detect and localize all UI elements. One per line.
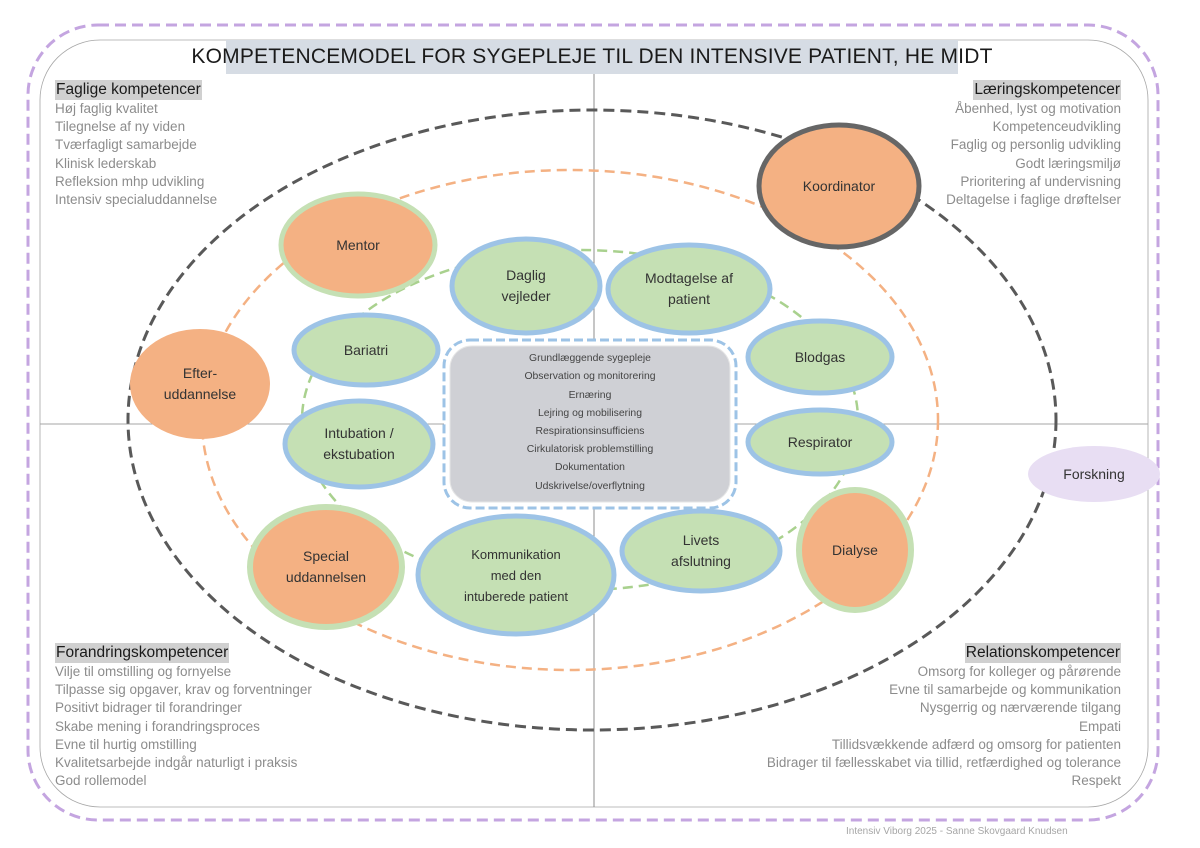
- center-item: Dokumentation: [555, 462, 625, 474]
- node-intubation[interactable]: [282, 398, 436, 490]
- center-box: [449, 345, 731, 503]
- page-title: KOMPETENCEMODEL FOR SYGEPLEJE TIL DEN IN…: [191, 40, 992, 74]
- footer-credit: Intensiv Viborg 2025 - Sanne Skovgaard K…: [846, 826, 1068, 837]
- list-item: God rollemodel: [55, 773, 147, 789]
- list-item: Bidrager til fællesskabet via tillid, re…: [766, 755, 1121, 771]
- list-item: Tillidsvækkende adfærd og omsorg for pat…: [831, 736, 1121, 752]
- node-bariatri[interactable]: [291, 312, 441, 388]
- list-item: Godt læringsmiljø: [1015, 155, 1121, 171]
- quadrant-heading: Forandringskompetencer: [55, 643, 230, 663]
- list-item: Refleksion mhp udvikling: [55, 173, 205, 189]
- list-item: Høj faglig kvalitet: [55, 101, 158, 116]
- list-item: Omsorg for kolleger og pårørende: [917, 664, 1121, 679]
- list-item: Empati: [1078, 718, 1121, 734]
- list-item: Klinisk lederskab: [55, 155, 157, 171]
- center-topic-list: Grundlæggende sygepleje Observation og m…: [452, 346, 728, 500]
- quadrant-heading: Læringskompetencer: [973, 80, 1121, 100]
- list-item: Faglig og personlig udvikling: [950, 137, 1121, 153]
- list-item: Kompetenceudvikling: [992, 119, 1121, 135]
- node-livets-afslutning[interactable]: [619, 508, 783, 594]
- quadrant-faglige: Faglige kompetencer Høj faglig kvalitet …: [55, 80, 217, 209]
- node-specialuddannelsen[interactable]: [247, 504, 405, 630]
- node-efteruddannelse[interactable]: [130, 329, 270, 439]
- node-blodgas[interactable]: [745, 318, 895, 396]
- node-mentor[interactable]: [278, 191, 438, 299]
- node-respirator[interactable]: [745, 407, 895, 477]
- list-item: Intensiv specialuddannelse: [55, 192, 218, 208]
- list-item: Positivt bidrager til forandringer: [55, 700, 242, 716]
- list-item: Respekt: [1071, 773, 1121, 789]
- list-item: Skabe mening i forandringsproces: [55, 718, 260, 734]
- quadrant-heading: Relationskompetencer: [964, 643, 1121, 663]
- center-item: Respirationsinsufficiens: [535, 426, 645, 437]
- list-item: Kvalitetsarbejde indgår naturligt i prak…: [55, 755, 298, 771]
- list-item: Tilpasse sig opgaver, krav og forventnin…: [55, 682, 312, 698]
- list-item: Evne til hurtig omstilling: [55, 736, 197, 752]
- outer-frame-dashed: [26, 23, 1160, 822]
- list-item: Tværfagligt samarbejde: [55, 137, 197, 153]
- node-modtagelse[interactable]: [605, 242, 773, 336]
- list-item: Prioritering af undervisning: [960, 173, 1121, 189]
- quadrant-heading: Faglige kompetencer: [55, 80, 202, 100]
- node-dialyse[interactable]: [796, 487, 914, 613]
- list-item: Nysgerrig og nærværende tilgang: [919, 700, 1121, 716]
- quadrant-forandrings: Forandringskompetencer Vilje til omstill…: [55, 643, 312, 790]
- list-item: Evne til samarbejde og kommunikation: [889, 682, 1121, 698]
- node-forskning[interactable]: [1028, 446, 1160, 502]
- list-item: Tilegnelse af ny viden: [55, 119, 186, 135]
- center-item: Cirkulatorisk problemstilling: [526, 444, 654, 456]
- center-item: Ernæring: [568, 389, 612, 401]
- center-item: Observation og monitorering: [524, 371, 656, 383]
- center-item: Lejring og mobilisering: [538, 407, 642, 419]
- node-kommunikation[interactable]: [415, 513, 617, 637]
- node-daglig-vejleder[interactable]: [449, 236, 603, 336]
- quadrant-relations: Relationskompetencer Omsorg for kolleger…: [767, 643, 1121, 790]
- center-item: Grundlæggende sygepleje: [529, 353, 651, 365]
- node-koordinator[interactable]: [756, 122, 922, 250]
- list-item: Deltagelse i faglige drøftelser: [946, 192, 1121, 208]
- outer-gray-dashed-ellipse: [126, 108, 1058, 732]
- list-item: Vilje til omstilling og fornyelse: [55, 664, 232, 679]
- list-item: Åbenhed, lyst og motivation: [955, 101, 1121, 116]
- quadrant-laerings: Læringskompetencer Åbenhed, lyst og moti…: [946, 80, 1121, 209]
- center-item: Udskrivelse/overflytning: [535, 480, 645, 492]
